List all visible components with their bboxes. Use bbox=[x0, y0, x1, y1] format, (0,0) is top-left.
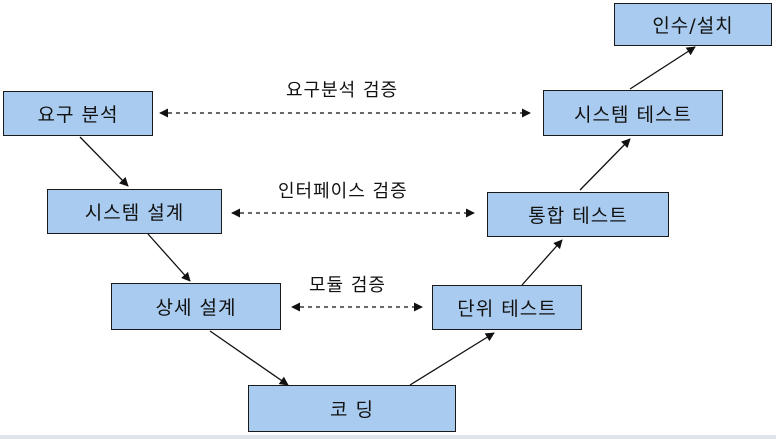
box-requirements-analysis: 요구 분석 bbox=[3, 91, 153, 136]
flow-arrow-integration-to-system bbox=[579, 138, 631, 191]
flow-arrow-sysdesign-to-detail bbox=[147, 233, 191, 282]
box-unit-test: 단위 테스트 bbox=[432, 285, 582, 330]
flow-arrow-coding-to-unit bbox=[409, 332, 495, 386]
box-detailed-design: 상세 설계 bbox=[111, 283, 281, 330]
label-module-verification: 모듈 검증 bbox=[309, 275, 386, 296]
flow-arrow-req-to-sysdesign bbox=[79, 136, 129, 187]
flow-arrow-unit-to-integration bbox=[521, 239, 563, 286]
box-system-test: 시스템 테스트 bbox=[543, 90, 723, 136]
box-coding: 코 딩 bbox=[248, 385, 456, 432]
box-integration-test: 통합 테스트 bbox=[487, 192, 669, 237]
bottom-border-strip bbox=[0, 435, 776, 439]
flow-arrow-detail-to-coding bbox=[209, 330, 289, 386]
label-interface-verification: 인터페이스 검증 bbox=[278, 181, 408, 202]
label-requirements-verification: 요구분석 검증 bbox=[286, 80, 399, 101]
box-system-design: 시스템 설계 bbox=[47, 189, 222, 234]
flow-arrow-system-to-acceptance bbox=[629, 46, 696, 90]
box-acceptance: 인수/설치 bbox=[614, 3, 772, 46]
